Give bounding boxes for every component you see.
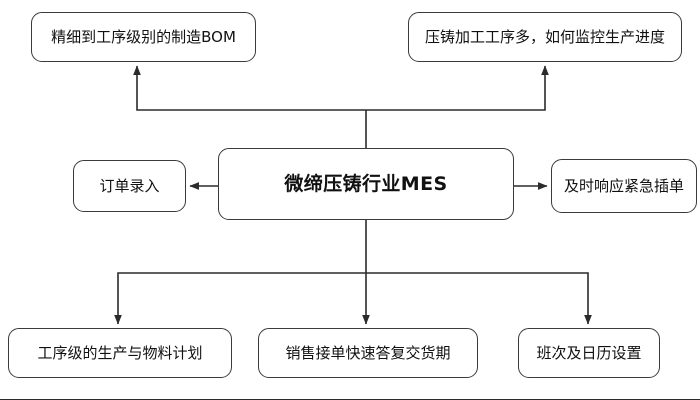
edge-center-to-bottom-3: [366, 272, 592, 325]
node-order-entry[interactable]: 订单录入: [73, 160, 186, 212]
node-urgent-order-label: 及时响应紧急插单: [563, 176, 684, 195]
node-order-entry-label: 订单录入: [99, 176, 160, 195]
node-bottom-shift-calendar[interactable]: 班次及日历设置: [518, 328, 660, 378]
node-bottom-production-plan-label: 工序级的生产与物料计划: [37, 343, 203, 362]
edge-center-to-bottom-1: [114, 272, 366, 325]
node-top-left-label: 精细到工序级别的制造BOM: [51, 27, 236, 46]
node-bottom-shift-calendar-label: 班次及日历设置: [536, 343, 642, 362]
node-core-mes[interactable]: 微缔压铸行业MES: [218, 148, 514, 220]
node-top-left[interactable]: 精细到工序级别的制造BOM: [31, 12, 256, 62]
node-urgent-order[interactable]: 及时响应紧急插单: [551, 159, 697, 213]
edge-center-to-top-right: [366, 65, 549, 111]
node-top-right[interactable]: 压铸加工工序多，如何监控生产进度: [408, 12, 682, 62]
node-bottom-sales-reply[interactable]: 销售接单快速答复交货期: [258, 328, 478, 378]
node-top-right-label: 压铸加工工序多，如何监控生产进度: [424, 27, 665, 46]
edge-center-to-top-left: [133, 65, 366, 111]
node-core-mes-label: 微缔压铸行业MES: [284, 172, 448, 195]
node-bottom-sales-reply-label: 销售接单快速答复交货期: [285, 343, 451, 362]
node-bottom-production-plan[interactable]: 工序级的生产与物料计划: [8, 328, 232, 378]
